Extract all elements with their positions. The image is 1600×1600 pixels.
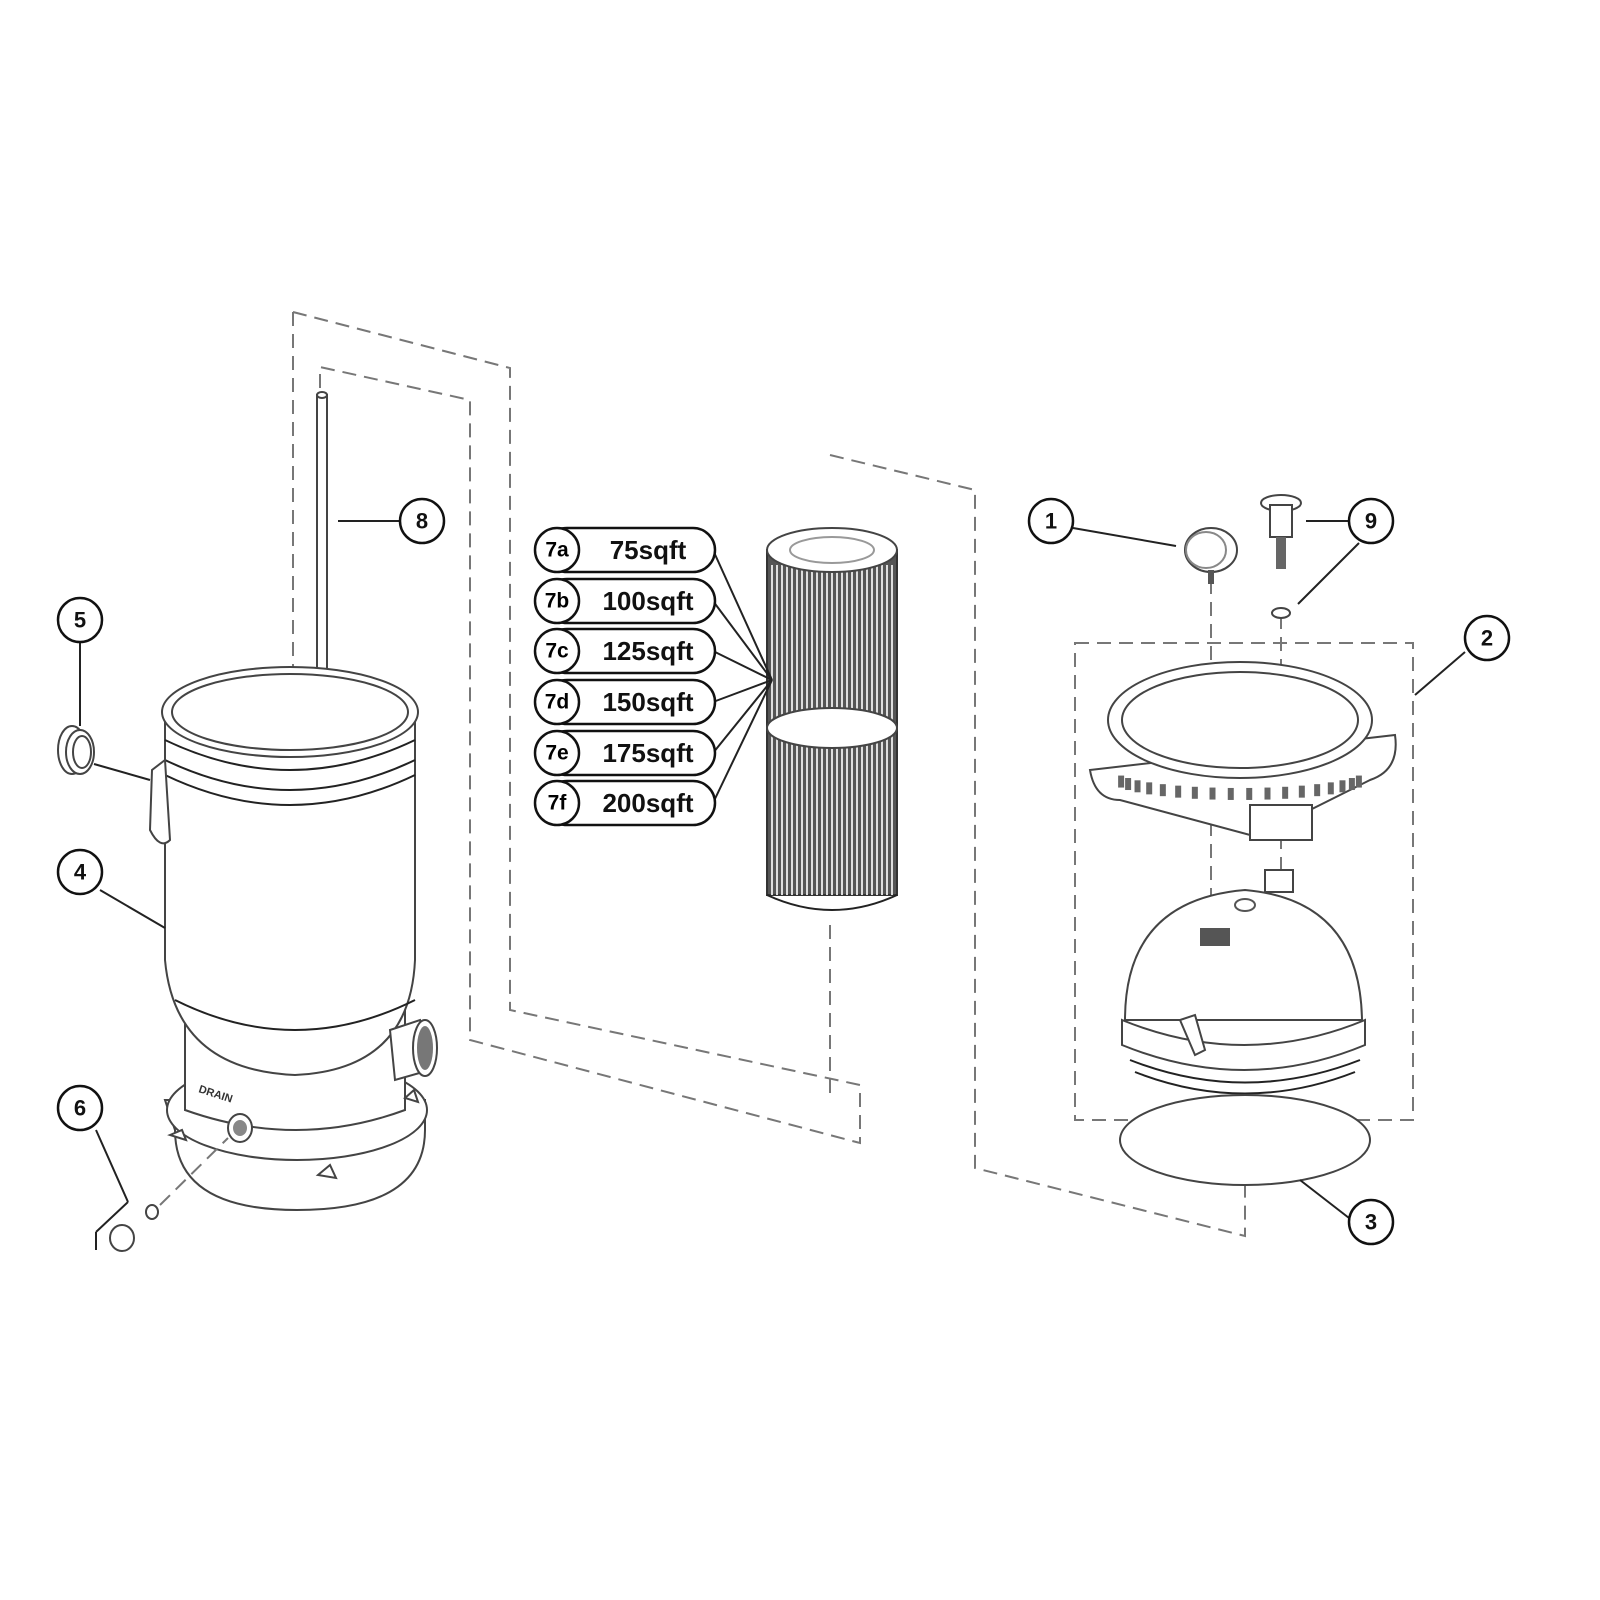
ring-tooth	[1159, 784, 1166, 797]
cartridge-option-area: 150sqft	[602, 687, 693, 717]
assembly-group-box	[1074, 642, 1414, 1121]
callout-number: 3	[1365, 1210, 1377, 1235]
filter-tank-body: DRAIN	[148, 666, 438, 1212]
ring-tooth	[1327, 782, 1334, 795]
cartridge-option-7f: 7f 200sqft	[533, 779, 717, 827]
callout-number: 5	[74, 608, 86, 633]
filter-lid	[1121, 869, 1366, 1095]
callout-1: 1	[1027, 497, 1075, 545]
callout-4: 4	[56, 848, 104, 896]
ring-tooth	[1134, 780, 1141, 793]
ring-tooth	[1209, 787, 1216, 800]
ring-tooth	[1298, 785, 1305, 798]
ring-tooth	[1191, 786, 1198, 799]
cartridge-option-id: 7a	[545, 539, 569, 562]
callout-6: 6	[56, 1084, 104, 1132]
cartridge-option-id: 7f	[548, 792, 568, 815]
cartridge-leader	[712, 679, 773, 703]
ring-tooth	[1339, 780, 1346, 793]
cartridge-option-id: 7e	[545, 742, 568, 765]
callout-number: 6	[74, 1096, 86, 1121]
callout-number: 1	[1045, 509, 1057, 534]
cartridge-option-area: 175sqft	[602, 738, 693, 768]
ring-tooth	[1125, 778, 1132, 791]
cartridge-option-7e: 7e 175sqft	[533, 729, 717, 777]
ring-tooth	[1282, 786, 1289, 799]
air-relief-valve	[1260, 494, 1302, 619]
callout-8: 8	[398, 497, 446, 545]
cartridge-option-id: 7b	[545, 590, 570, 613]
cartridge-option-7a: 7a 75sqft	[533, 526, 717, 574]
gauge-guide	[1210, 580, 1282, 930]
cartridge-leader	[712, 679, 773, 804]
ring-tooth	[1175, 785, 1182, 798]
drain-plug	[109, 1137, 229, 1252]
ring-tooth	[1348, 778, 1355, 791]
cartridge-option-7c: 7c 125sqft	[533, 627, 717, 675]
callout-9: 9	[1347, 497, 1395, 545]
callout-2: 2	[1463, 614, 1511, 662]
cartridge-leader-lines	[712, 549, 773, 804]
ring-tooth	[1246, 787, 1253, 800]
assembly-guide-cartridge	[829, 454, 1246, 1238]
ring-tooth	[1227, 787, 1234, 800]
o-ring	[1119, 1094, 1371, 1186]
ring-tooth	[1264, 787, 1271, 800]
ring-tooth	[1146, 782, 1153, 795]
cartridge-leader	[712, 650, 773, 681]
inlet-fitting	[57, 725, 151, 781]
cartridge-leader	[712, 679, 773, 754]
filter-cartridge	[766, 527, 898, 911]
cartridge-option-7d: 7d 150sqft	[533, 678, 717, 726]
callout-5: 5	[56, 596, 104, 644]
cartridge-leader	[712, 600, 773, 681]
ring-tooth	[1355, 775, 1362, 788]
lock-ring	[1088, 661, 1397, 841]
leader-lines	[79, 520, 1466, 1250]
cartridge-option-area: 75sqft	[610, 535, 687, 565]
cartridge-option-area: 100sqft	[602, 586, 693, 616]
cartridge-leader	[712, 549, 773, 681]
cartridge-option-id: 7c	[545, 640, 569, 663]
callout-number: 9	[1365, 509, 1377, 534]
cartridge-option-area: 125sqft	[602, 636, 693, 666]
assembly-guide-outer	[292, 311, 861, 1145]
cartridge-option-7b: 7b 100sqft	[533, 577, 717, 625]
cartridge-option-area: 200sqft	[602, 788, 693, 818]
cartridge-option-id: 7d	[545, 691, 570, 714]
callout-number: 2	[1481, 626, 1493, 651]
callout-3: 3	[1347, 1198, 1395, 1246]
ring-tooth	[1314, 784, 1321, 797]
ring-tooth	[1118, 775, 1125, 788]
pressure-gauge	[1184, 527, 1238, 584]
callout-number: 4	[74, 860, 87, 885]
callout-number: 8	[416, 509, 428, 534]
